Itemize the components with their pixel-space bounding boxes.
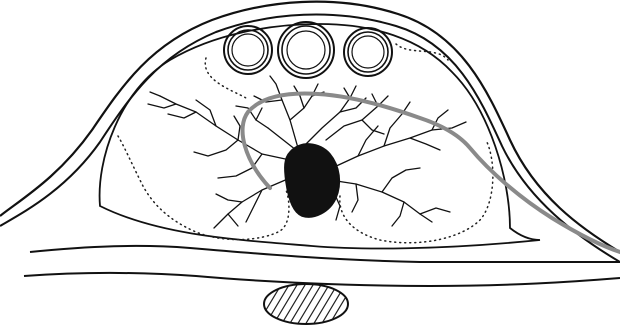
- vessel-ring-center: [278, 22, 334, 78]
- lower-band-top: [30, 246, 620, 262]
- three-vessel-rings: [224, 22, 392, 78]
- vessel-ring-left: [224, 26, 272, 74]
- nerve-cell-body: [285, 144, 340, 217]
- vessel-ring-right: [344, 28, 392, 76]
- lower-band-bottom: [24, 273, 620, 286]
- hatched-oval: [254, 280, 372, 330]
- lower-bands: [24, 246, 620, 286]
- inner-membrane: [0, 15, 620, 262]
